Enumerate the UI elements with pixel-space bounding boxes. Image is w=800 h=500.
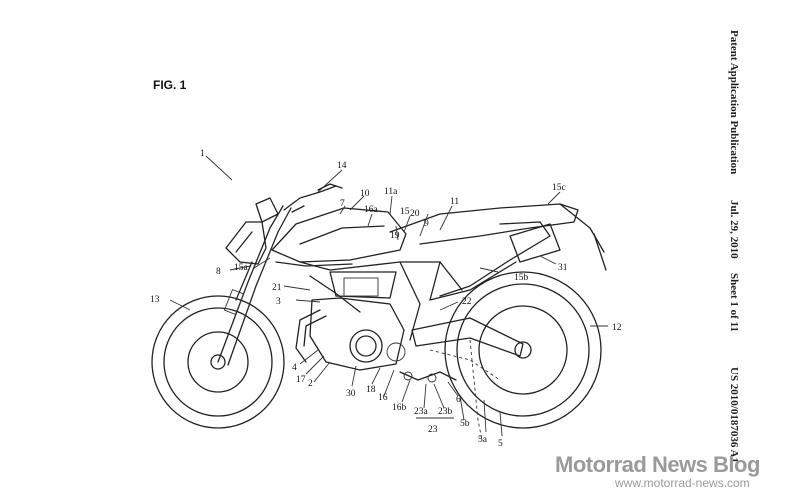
ref-15: 15 xyxy=(400,207,410,217)
ref-8: 8 xyxy=(216,267,221,277)
swingarm xyxy=(411,317,524,381)
engine xyxy=(295,297,406,371)
ref-6: 6 xyxy=(456,395,461,405)
ref-11: 11 xyxy=(450,197,459,207)
ref-3: 3 xyxy=(276,297,281,307)
frame xyxy=(299,261,463,341)
headlight-cowl xyxy=(225,197,279,265)
ref-11a: 11a xyxy=(384,187,398,197)
ref-7: 7 xyxy=(340,199,345,209)
ref-18: 18 xyxy=(366,385,376,395)
watermark-brand: Motorrad News Blog xyxy=(555,452,760,477)
publication-number: US 2010/0187036 A1 xyxy=(728,367,740,463)
muffler xyxy=(429,223,561,301)
ref-13: 13 xyxy=(150,295,160,305)
ref-9: 9 xyxy=(424,219,429,229)
ref-23: 23 xyxy=(428,425,438,435)
ref-1: 1 xyxy=(200,149,205,159)
publication-date: Jul. 29, 2010 xyxy=(728,200,740,259)
ref-4: 4 xyxy=(292,363,297,373)
ref-22: 22 xyxy=(462,297,472,307)
fuel-tank xyxy=(271,207,407,267)
seat-tail xyxy=(389,203,607,297)
ref-19: 19 xyxy=(390,231,400,241)
ref-31: 31 xyxy=(558,263,568,273)
ref-20: 20 xyxy=(410,209,420,219)
reference-numerals: 1 14 10 11a 7 16a 15 11 15c 9 19 20 8 15… xyxy=(150,149,622,449)
ref-16a: 16a xyxy=(364,205,379,215)
watermark: Motorrad News Blog www.motorrad-news.com xyxy=(555,452,795,490)
front-fork xyxy=(217,205,292,366)
ref-5a: 5a xyxy=(478,435,488,445)
ref-17: 17 xyxy=(296,375,306,385)
ref-5b: 5b xyxy=(460,419,470,429)
leader-lines xyxy=(169,155,608,437)
ref-10: 10 xyxy=(360,189,370,199)
ref-23a: 23a xyxy=(414,407,429,417)
ref-15a: 15a xyxy=(234,263,249,273)
ref-30: 30 xyxy=(346,389,356,399)
ref-16: 16 xyxy=(378,393,388,403)
footrest xyxy=(399,339,483,441)
front-wheel xyxy=(151,295,285,429)
ref-14: 14 xyxy=(337,161,347,171)
ref-21: 21 xyxy=(272,283,282,293)
ref-2: 2 xyxy=(308,379,313,389)
handlebar xyxy=(283,183,343,213)
ref-16b: 16b xyxy=(392,403,407,413)
ref-23b: 23b xyxy=(438,407,453,417)
publication-title: Patent Application Publication xyxy=(728,30,740,175)
watermark-url: www.motorrad-news.com xyxy=(615,476,750,490)
publication-sheet: Sheet 1 of 11 xyxy=(728,273,740,332)
ref-15b: 15b xyxy=(514,273,529,283)
ref-5: 5 xyxy=(498,439,503,449)
rear-wheel xyxy=(444,271,602,429)
figure-label: FIG. 1 xyxy=(153,78,187,92)
ref-15c: 15c xyxy=(552,183,566,193)
ref-12: 12 xyxy=(612,323,622,333)
publication-header: Patent Application Publication Jul. 29, … xyxy=(718,30,758,490)
